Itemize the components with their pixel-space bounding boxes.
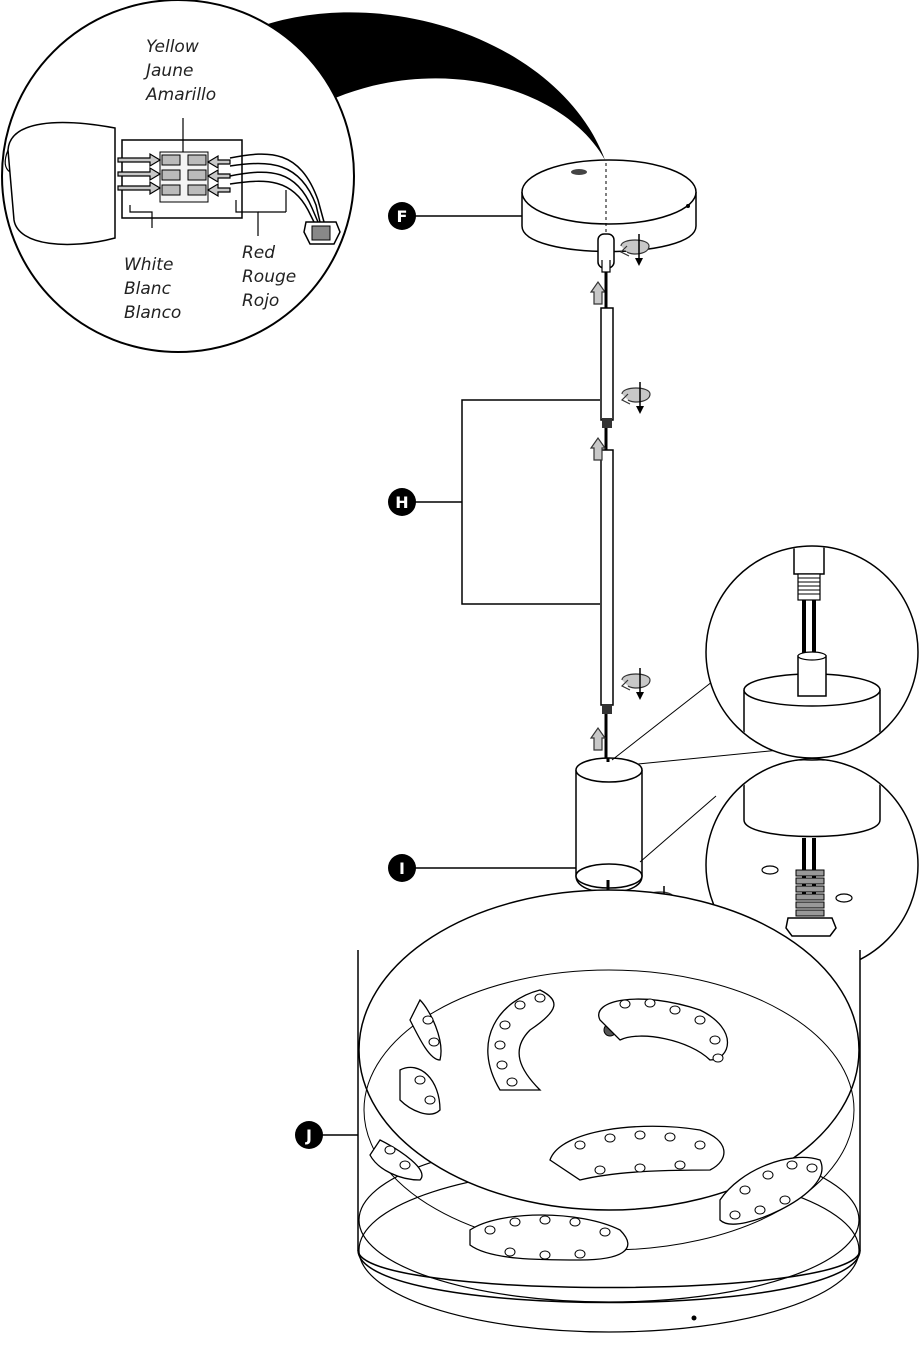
terminal-blocks [161,154,207,196]
driver-body [7,121,116,246]
white-label-es: Blanco [124,303,181,323]
rod-rotate-arrow-lower [621,667,651,701]
rod-up-arrow-lower [590,727,606,751]
callout-f: F [388,202,522,230]
callout-h-label: H [395,493,408,512]
detail-pointer-swoosh [250,12,605,161]
rod-bracket [461,399,600,605]
red-wire-label: Red Rouge Rojo [242,243,302,311]
lower-rod [600,449,614,706]
yellow-wire-label: Yellow Jaune Amarillo [143,37,216,105]
yellow-label-en: Yellow [146,37,199,57]
callout-f-label: F [397,207,408,226]
detail-nut-connection [611,758,919,991]
callout-j-label: J [305,1126,312,1145]
callout-h: H [388,488,416,516]
white-wire-label: White Blanc Blanco [124,255,181,323]
red-leader-line [235,200,259,236]
red-label-es: Rojo [242,291,279,311]
red-label-fr: Rouge [242,267,296,287]
yellow-label-es: Amarillo [145,85,216,105]
detail-rod-connection [611,545,919,765]
white-label-en: White [124,255,173,275]
canopy [521,159,697,273]
output-wire-bundle [229,153,325,223]
light-fixture [357,889,861,1333]
callout-j: J [295,1121,358,1149]
rod-rotate-arrow-upper [621,381,651,415]
callout-i-label: I [399,859,405,878]
yellow-label-fr: Jaune [143,61,193,81]
upper-rod [600,307,614,421]
red-label-en: Red [242,243,275,263]
white-label-fr: Blanc [124,279,172,299]
wiring-detail: Yellow Jaune Amarillo White Blanc Blanco… [1,0,605,353]
strain-relief-nut [303,221,341,245]
white-leader-line [129,205,153,228]
led-modules [369,989,823,1261]
led-dots [384,993,818,1260]
canopy-up-arrow [590,281,606,305]
suspension-rods [600,272,614,758]
callout-i: I [388,854,576,882]
